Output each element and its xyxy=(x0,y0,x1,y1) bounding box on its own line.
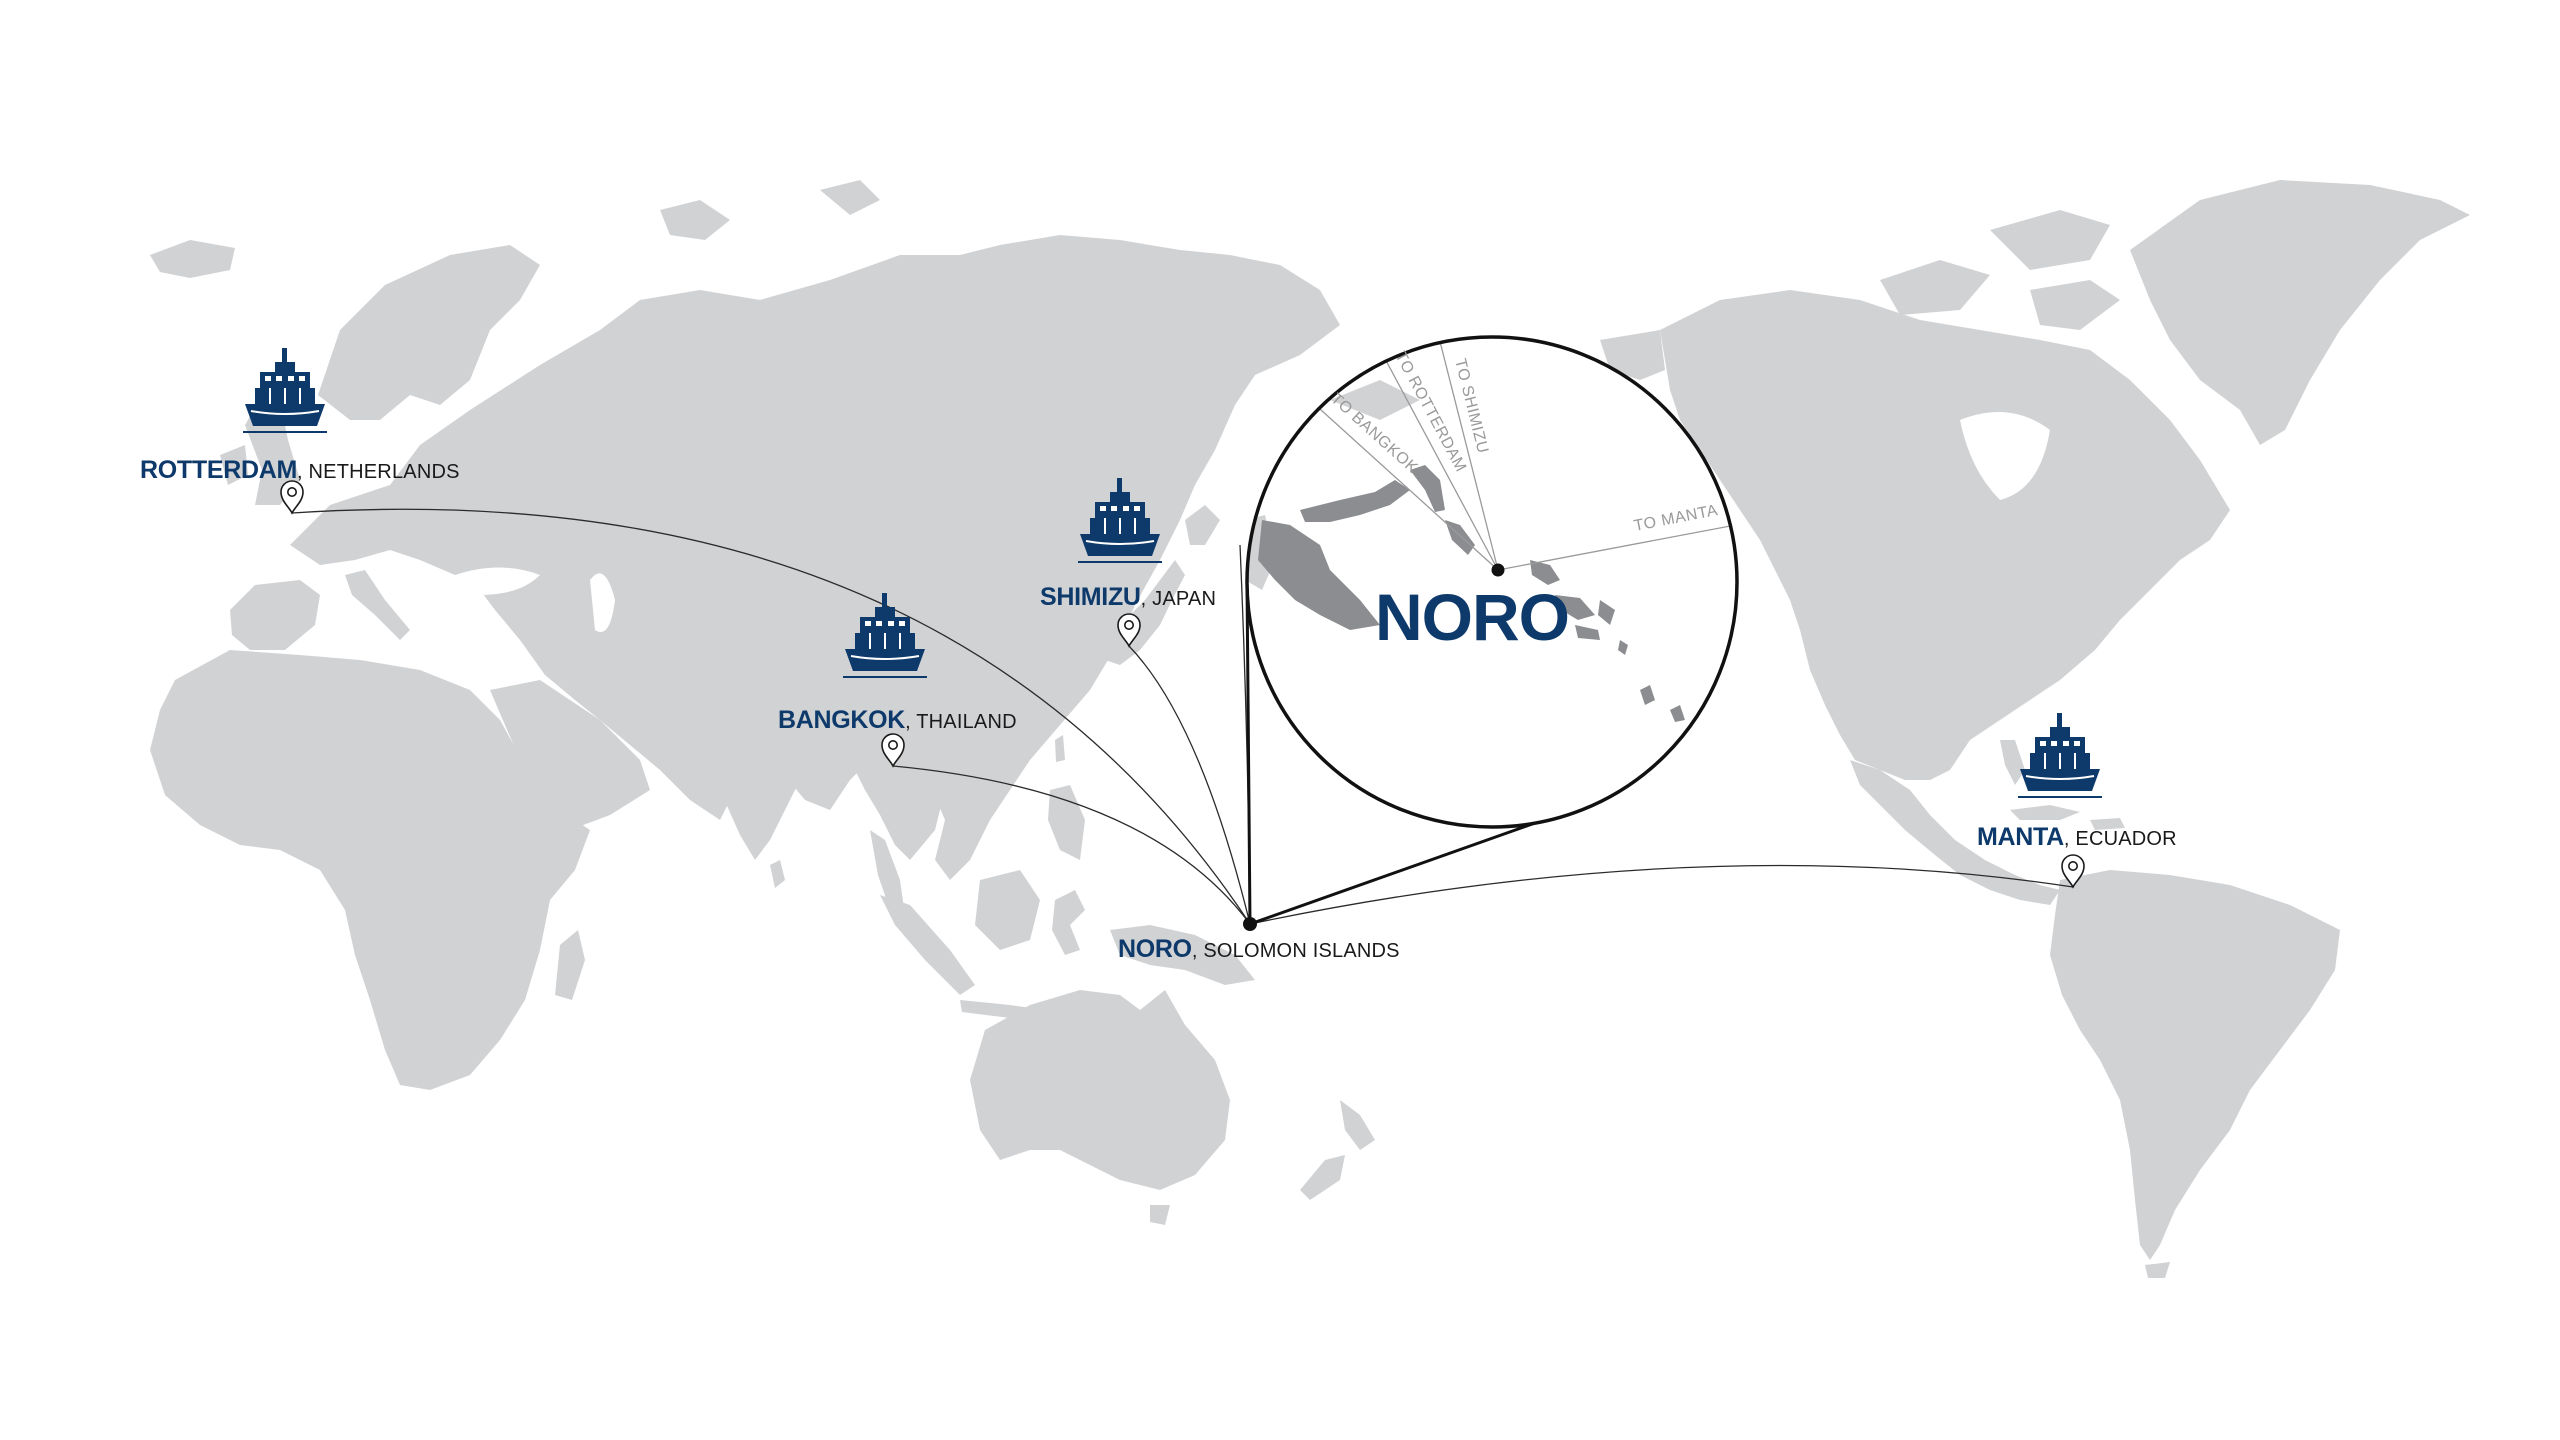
label-rotterdam-country: , NETHERLANDS xyxy=(297,461,460,483)
land-north-america xyxy=(1660,290,2230,780)
land-south-america xyxy=(2050,870,2340,1260)
ship-manta-icon xyxy=(2017,712,2103,798)
label-bangkok-country: , THAILAND xyxy=(905,711,1017,733)
land-new-zealand xyxy=(1340,1100,1375,1150)
land-sumatra xyxy=(880,895,975,995)
inset-route-rotterdam xyxy=(1374,339,1499,571)
land-arabia xyxy=(490,680,650,830)
land-masses xyxy=(150,180,2470,1278)
inset-land-solomon-islands xyxy=(1530,560,1560,585)
label-manta-name: MANTA xyxy=(1977,823,2064,851)
pin-rotterdam-icon[interactable] xyxy=(280,480,304,514)
land-borneo xyxy=(975,870,1040,950)
land-new-guinea xyxy=(1110,925,1255,985)
label-noro-country: , SOLOMON ISLANDS xyxy=(1192,940,1400,962)
inset-title: NORO xyxy=(1375,580,1569,654)
land-indochina xyxy=(840,725,945,860)
land-ireland xyxy=(220,445,248,485)
label-rotterdam: ROTTERDAM, NETHERLANDS xyxy=(140,456,460,484)
route-bangkok xyxy=(892,765,1251,925)
land-iceland xyxy=(150,240,235,278)
inset-route-manta xyxy=(1497,519,1737,571)
label-manta: MANTA, ECUADOR xyxy=(1977,823,2177,851)
label-bangkok: BANGKOK, THAILAND xyxy=(778,706,1017,734)
label-shimizu-country: , JAPAN xyxy=(1141,588,1217,610)
label-shimizu: SHIMIZU, JAPAN xyxy=(1040,583,1216,611)
label-rotterdam-name: ROTTERDAM xyxy=(140,456,297,484)
route-shimizu xyxy=(1128,645,1251,925)
ship-rotterdam-icon xyxy=(242,347,328,433)
label-manta-country: , ECUADOR xyxy=(2064,828,2177,850)
land-greenland xyxy=(2130,180,2470,445)
land-australia xyxy=(970,990,1230,1190)
land-scandinavia xyxy=(318,245,540,420)
land-italy xyxy=(345,570,410,640)
land-madagascar xyxy=(555,930,585,1000)
route-manta xyxy=(1249,864,2074,925)
land-eurasia xyxy=(290,235,1340,880)
inset-land-new-guinea xyxy=(1258,520,1380,630)
route-rotterdam xyxy=(291,508,1251,925)
label-shimizu-name: SHIMIZU xyxy=(1040,583,1141,611)
label-bangkok-name: BANGKOK xyxy=(778,706,905,734)
noro-inset: TO BANGKOK TO ROTTERDAM TO SHIMIZU TO MA… xyxy=(1245,335,1739,829)
label-noro-name: NORO xyxy=(1118,935,1192,963)
inset-route-shimizu xyxy=(1431,337,1499,571)
land-africa xyxy=(150,650,590,1090)
land-iberia xyxy=(230,580,320,650)
inset-noro-dot xyxy=(1491,563,1505,577)
label-noro: NORO, SOLOMON ISLANDS xyxy=(1118,935,1400,963)
land-central-america xyxy=(1850,760,2060,905)
inset-route-bangkok xyxy=(1309,399,1499,571)
noro-origin-dot xyxy=(1243,917,1257,931)
land-india xyxy=(690,690,820,860)
inset-land-new-britain xyxy=(1300,480,1410,522)
